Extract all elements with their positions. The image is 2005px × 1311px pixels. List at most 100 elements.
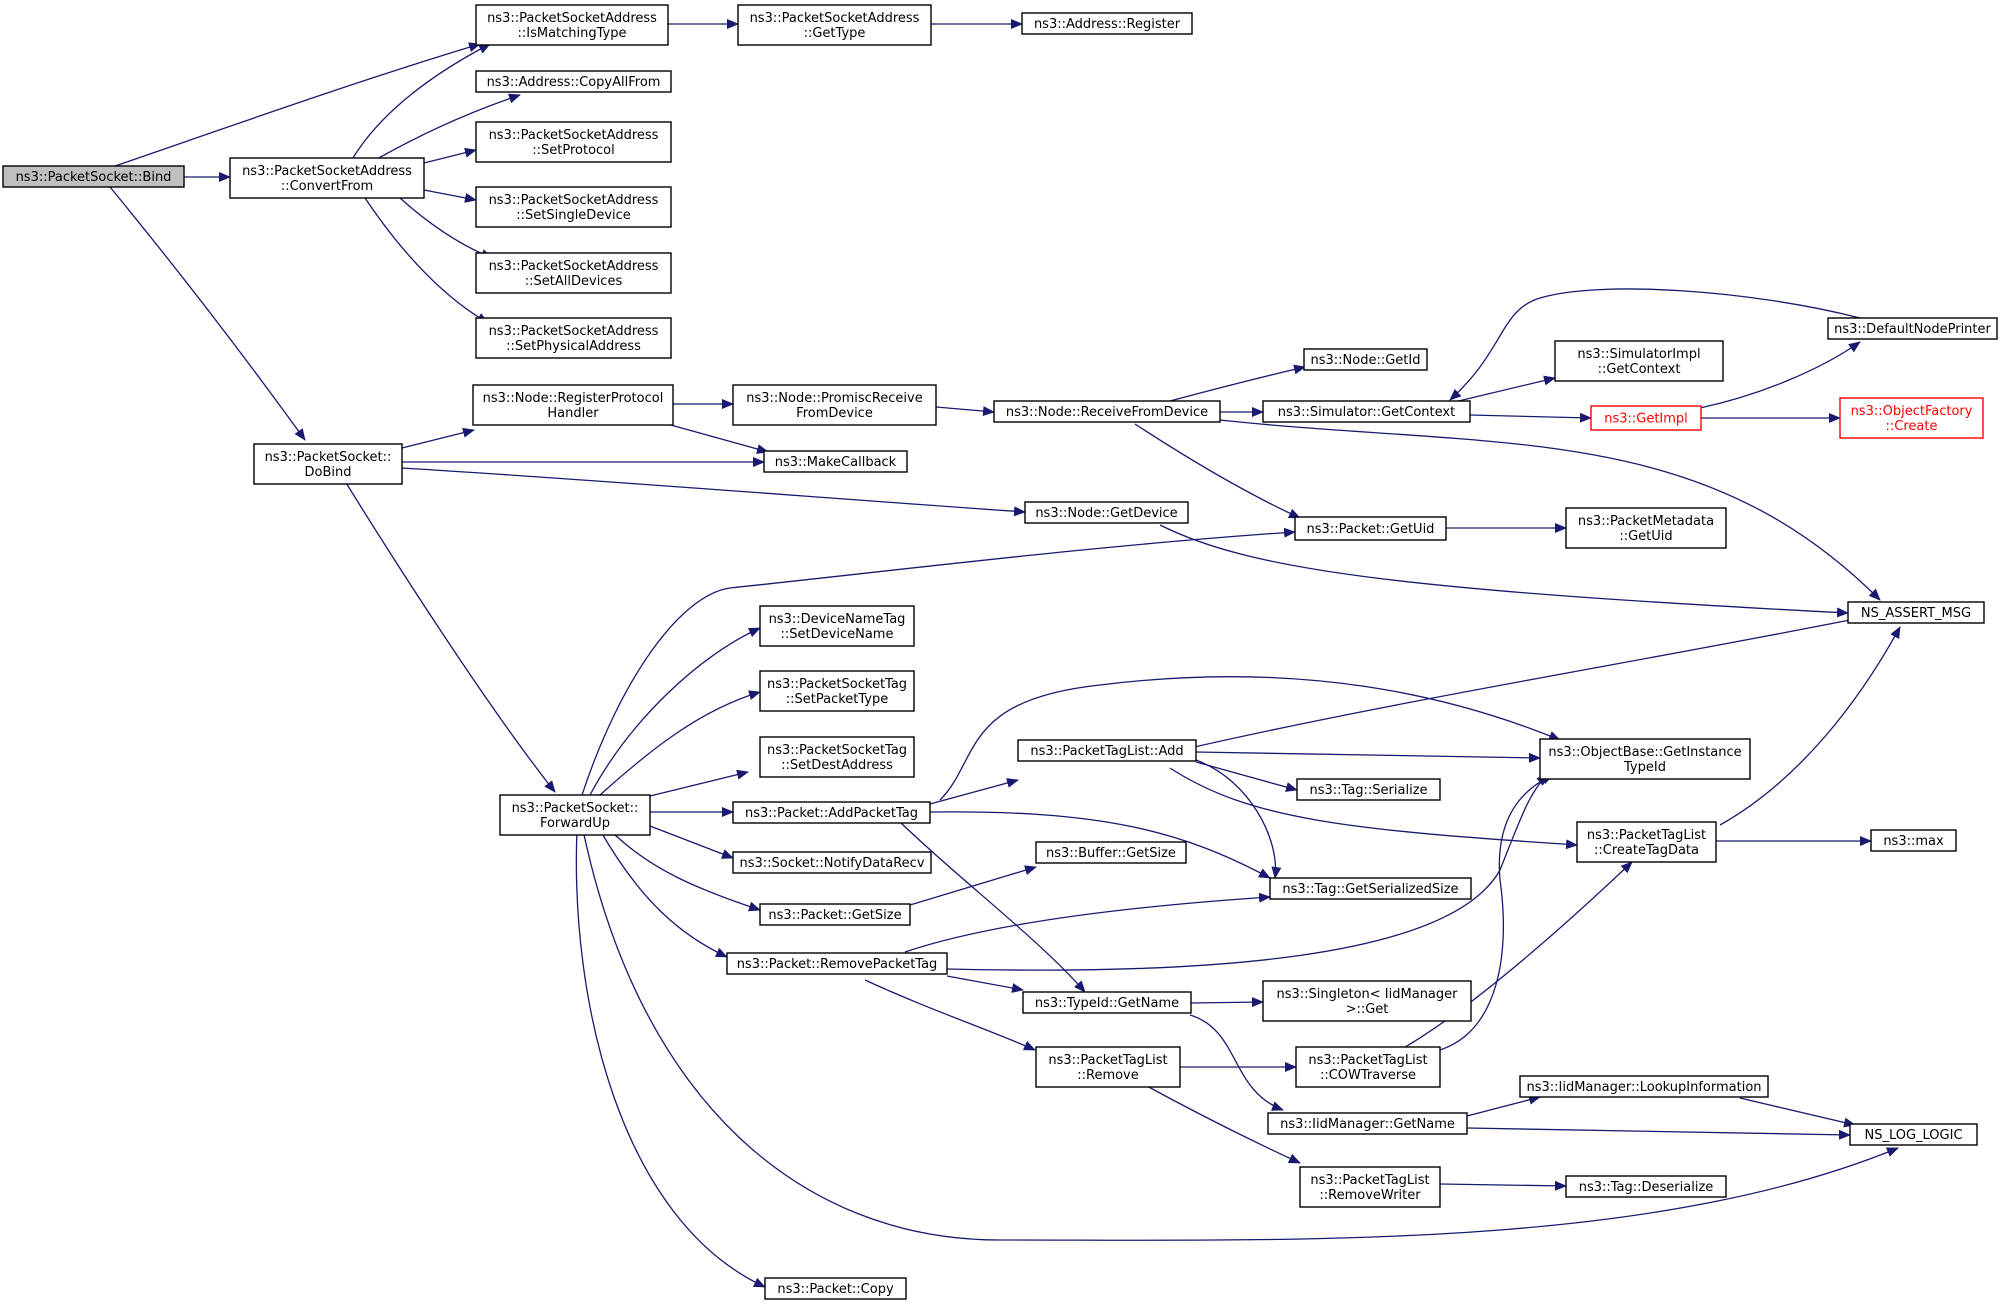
node-set-protocol[interactable]: ns3::PacketSocketAddress::SetProtocol	[475, 121, 672, 163]
node-box	[726, 952, 948, 975]
node-box	[1539, 738, 1751, 780]
node-box	[1554, 340, 1724, 382]
edge-forwardup-removepackettag	[599, 829, 728, 958]
node-lookup-information[interactable]: ns3::IidManager::LookupInformation	[1519, 1075, 1769, 1098]
node-address-register[interactable]: ns3::Address::Register	[1021, 12, 1193, 35]
node-receive-from-device[interactable]: ns3::Node::ReceiveFromDevice	[993, 400, 1221, 423]
node-ns-log-logic[interactable]: NS_LOG_LOGIC	[1849, 1123, 1978, 1146]
node-packet-get-size[interactable]: ns3::Packet::GetSize	[759, 903, 911, 926]
node-forward-up[interactable]: ns3::PacketSocket::ForwardUp	[499, 794, 651, 836]
edge-forwardup-packetcopy	[575, 829, 766, 1288]
node-label: ns3::Node::GetId	[1311, 353, 1421, 368]
node-tag-serialize[interactable]: ns3::Tag::Serialize	[1296, 778, 1441, 801]
node-box	[499, 794, 651, 836]
node-tag-deserialize[interactable]: ns3::Tag::Deserialize	[1565, 1175, 1727, 1198]
edge-receive-assert	[1219, 419, 1881, 601]
node-object-factory-create[interactable]: ns3::ObjectFactory::Create	[1839, 397, 1984, 439]
node-label: NS_LOG_LOGIC	[1864, 1128, 1962, 1143]
node-packet-get-uid[interactable]: ns3::Packet::GetUid	[1294, 516, 1447, 541]
node-label: ns3::IidManager::LookupInformation	[1526, 1080, 1761, 1095]
edge-addpackettag-getinstancetypeid	[939, 676, 1561, 801]
node-label: ns3::PacketSocketAddress	[750, 11, 920, 26]
node-sim-get-context[interactable]: ns3::Simulator::GetContext	[1262, 400, 1471, 423]
edge-add-serialize	[1195, 761, 1298, 792]
node-box	[1022, 991, 1192, 1014]
edge-dobind-registerprotocol	[401, 427, 475, 449]
node-label: ns3::Node::GetDevice	[1035, 506, 1177, 521]
node-type-id-get-name[interactable]: ns3::TypeId::GetName	[1022, 991, 1192, 1014]
node-label: ns3::MakeCallback	[775, 455, 897, 470]
edge-dobind-forwardup	[342, 477, 556, 793]
call-edges	[109, 19, 1901, 1288]
edge-simgetcontext-simimpl	[1449, 375, 1556, 404]
node-add-packet-tag[interactable]: ns3::Packet::AddPacketTag	[732, 801, 931, 824]
node-label: ns3::PacketSocketTag	[767, 677, 907, 692]
node-label: ns3::Tag::Deserialize	[1579, 1180, 1714, 1195]
node-box	[2, 165, 185, 188]
node-box	[1847, 601, 1985, 624]
node-box	[1519, 1075, 1769, 1098]
node-sim-impl-get-context[interactable]: ns3::SimulatorImpl::GetContext	[1554, 340, 1724, 382]
node-packet-tag-list-add[interactable]: ns3::PacketTagList::Add	[1017, 739, 1197, 762]
node-box	[253, 443, 403, 485]
node-max[interactable]: ns3::max	[1870, 829, 1957, 852]
node-bind[interactable]: ns3::PacketSocket::Bind	[2, 165, 185, 188]
node-label: ns3::PacketTagList	[1048, 1053, 1167, 1068]
node-box	[1295, 1046, 1441, 1088]
node-notify-data-recv[interactable]: ns3::Socket::NotifyDataRecv	[732, 851, 932, 874]
node-label: ns3::Packet::AddPacketTag	[745, 806, 918, 821]
node-packet-metadata-get-uid[interactable]: ns3::PacketMetadata::GetUid	[1565, 507, 1727, 549]
node-set-all-devices[interactable]: ns3::PacketSocketAddress::SetAllDevices	[475, 252, 672, 294]
node-iid-get-name[interactable]: ns3::IidManager::GetName	[1267, 1112, 1468, 1135]
node-cow-traverse[interactable]: ns3::PacketTagList::COWTraverse	[1295, 1046, 1441, 1088]
node-do-bind[interactable]: ns3::PacketSocket::DoBind	[253, 443, 403, 485]
node-make-callback[interactable]: ns3::MakeCallback	[763, 450, 908, 473]
node-box	[472, 384, 674, 426]
node-box	[1303, 348, 1428, 371]
node-set-dest-address[interactable]: ns3::PacketSocketTag::SetDestAddress	[759, 736, 915, 778]
node-node-get-id[interactable]: ns3::Node::GetId	[1303, 348, 1428, 371]
node-tag-get-serialized-size[interactable]: ns3::Tag::GetSerializedSize	[1269, 877, 1472, 900]
edge-cowtraverse-getinstancetypeid	[1439, 774, 1554, 1051]
node-copy-all-from[interactable]: ns3::Address::CopyAllFrom	[475, 70, 672, 93]
edge-addpackettag-typeidgetname	[899, 821, 1086, 993]
node-label: ns3::ObjectFactory	[1851, 404, 1973, 419]
node-set-device-name[interactable]: ns3::DeviceNameTag::SetDeviceName	[759, 605, 915, 647]
node-label: >::Get	[1346, 1002, 1389, 1017]
node-label: Handler	[547, 406, 599, 421]
node-label: ::GetContext	[1598, 362, 1681, 377]
node-label: ns3::Packet::GetSize	[768, 908, 901, 923]
edge-cowtraverse-createtagdata	[1399, 861, 1633, 1051]
node-node-get-device[interactable]: ns3::Node::GetDevice	[1024, 501, 1189, 524]
node-ns-assert-msg[interactable]: NS_ASSERT_MSG	[1847, 601, 1985, 624]
edge-receive-getuid	[1134, 423, 1301, 519]
node-default-node-printer[interactable]: ns3::DefaultNodePrinter	[1827, 317, 1998, 340]
node-label: ns3::Tag::GetSerializedSize	[1282, 882, 1458, 897]
node-label: ns3::Socket::NotifyDataRecv	[739, 856, 924, 871]
node-is-matching-type[interactable]: ns3::PacketSocketAddress::IsMatchingType	[475, 4, 669, 46]
node-remove-packet-tag[interactable]: ns3::Packet::RemovePacketTag	[726, 952, 948, 975]
node-buffer-get-size[interactable]: ns3::Buffer::GetSize	[1035, 841, 1187, 864]
node-set-single-device[interactable]: ns3::PacketSocketAddress::SetSingleDevic…	[475, 186, 672, 228]
edge-addpackettag-getserializedsize	[929, 811, 1271, 879]
node-label: ns3::Tag::Serialize	[1309, 783, 1427, 798]
node-label: ns3::PacketSocketAddress	[489, 259, 659, 274]
node-singleton-get[interactable]: ns3::Singleton< IidManager >::Get	[1262, 980, 1472, 1022]
node-set-packet-type[interactable]: ns3::PacketSocketTag::SetPacketType	[759, 670, 915, 712]
node-packet-copy[interactable]: ns3::Packet::Copy	[764, 1277, 907, 1300]
node-get-impl[interactable]: ns3::GetImpl	[1590, 405, 1702, 431]
node-packet-tag-list-remove[interactable]: ns3::PacketTagList::Remove	[1035, 1046, 1181, 1088]
node-label: ns3::PacketTagList	[1587, 828, 1706, 843]
node-remove-writer[interactable]: ns3::PacketTagList::RemoveWriter	[1299, 1166, 1441, 1208]
node-set-physical-address[interactable]: ns3::PacketSocketAddress::SetPhysicalAdd…	[475, 317, 672, 359]
node-box	[1839, 397, 1984, 439]
edge-forwardup-notifydatarecv	[649, 825, 734, 859]
node-create-tag-data[interactable]: ns3::PacketTagList::CreateTagData	[1576, 821, 1717, 863]
node-box	[732, 384, 937, 426]
node-convert-from[interactable]: ns3::PacketSocketAddress::ConvertFrom	[229, 157, 425, 199]
node-get-type[interactable]: ns3::PacketSocketAddress::GetType	[737, 4, 932, 46]
node-label: ::IsMatchingType	[518, 26, 627, 41]
